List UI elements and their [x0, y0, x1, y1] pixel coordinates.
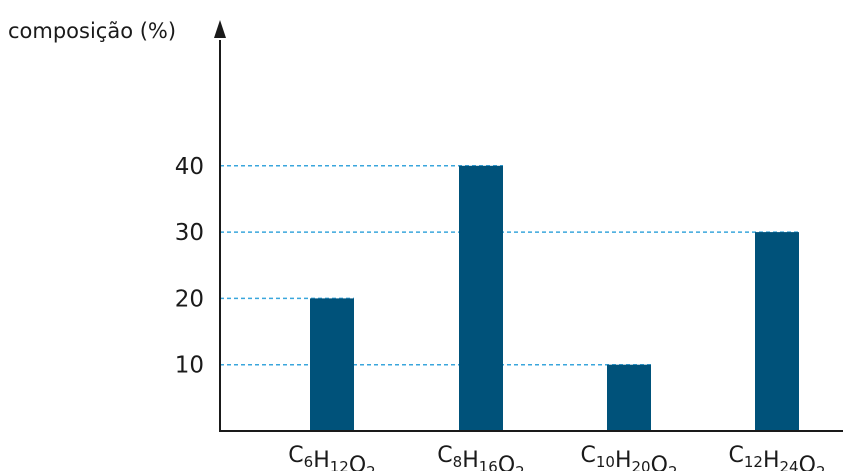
x-tick-label-C10H20O2: C10H20O2 — [581, 443, 678, 471]
y-tick-label-10: 10 — [175, 353, 204, 379]
y-axis-arrow-icon — [214, 20, 226, 38]
y-axis-title: composição (%) — [8, 19, 176, 43]
axes — [214, 20, 843, 432]
y-tick-label-40: 40 — [175, 154, 204, 180]
x-tick-labels: C6H12O2 C8H16O2 C10H20O2 C12H24O2 — [288, 443, 825, 471]
bar-C8H16O2 — [459, 165, 503, 432]
y-tick-labels: 10 20 30 40 — [175, 154, 204, 379]
x-tick-label-C8H16O2: C8H16O2 — [437, 443, 524, 471]
guide-lines — [220, 165, 799, 366]
y-tick-label-20: 20 — [175, 286, 204, 312]
y-tick-label-30: 30 — [175, 220, 204, 246]
x-tick-label-C12H24O2: C12H24O2 — [729, 443, 826, 471]
bars — [310, 165, 799, 432]
bar-C6H12O2 — [310, 298, 354, 431]
bar-C12H24O2 — [755, 232, 799, 431]
bar-C10H20O2 — [607, 364, 651, 431]
x-tick-label-C6H12O2: C6H12O2 — [288, 443, 375, 471]
